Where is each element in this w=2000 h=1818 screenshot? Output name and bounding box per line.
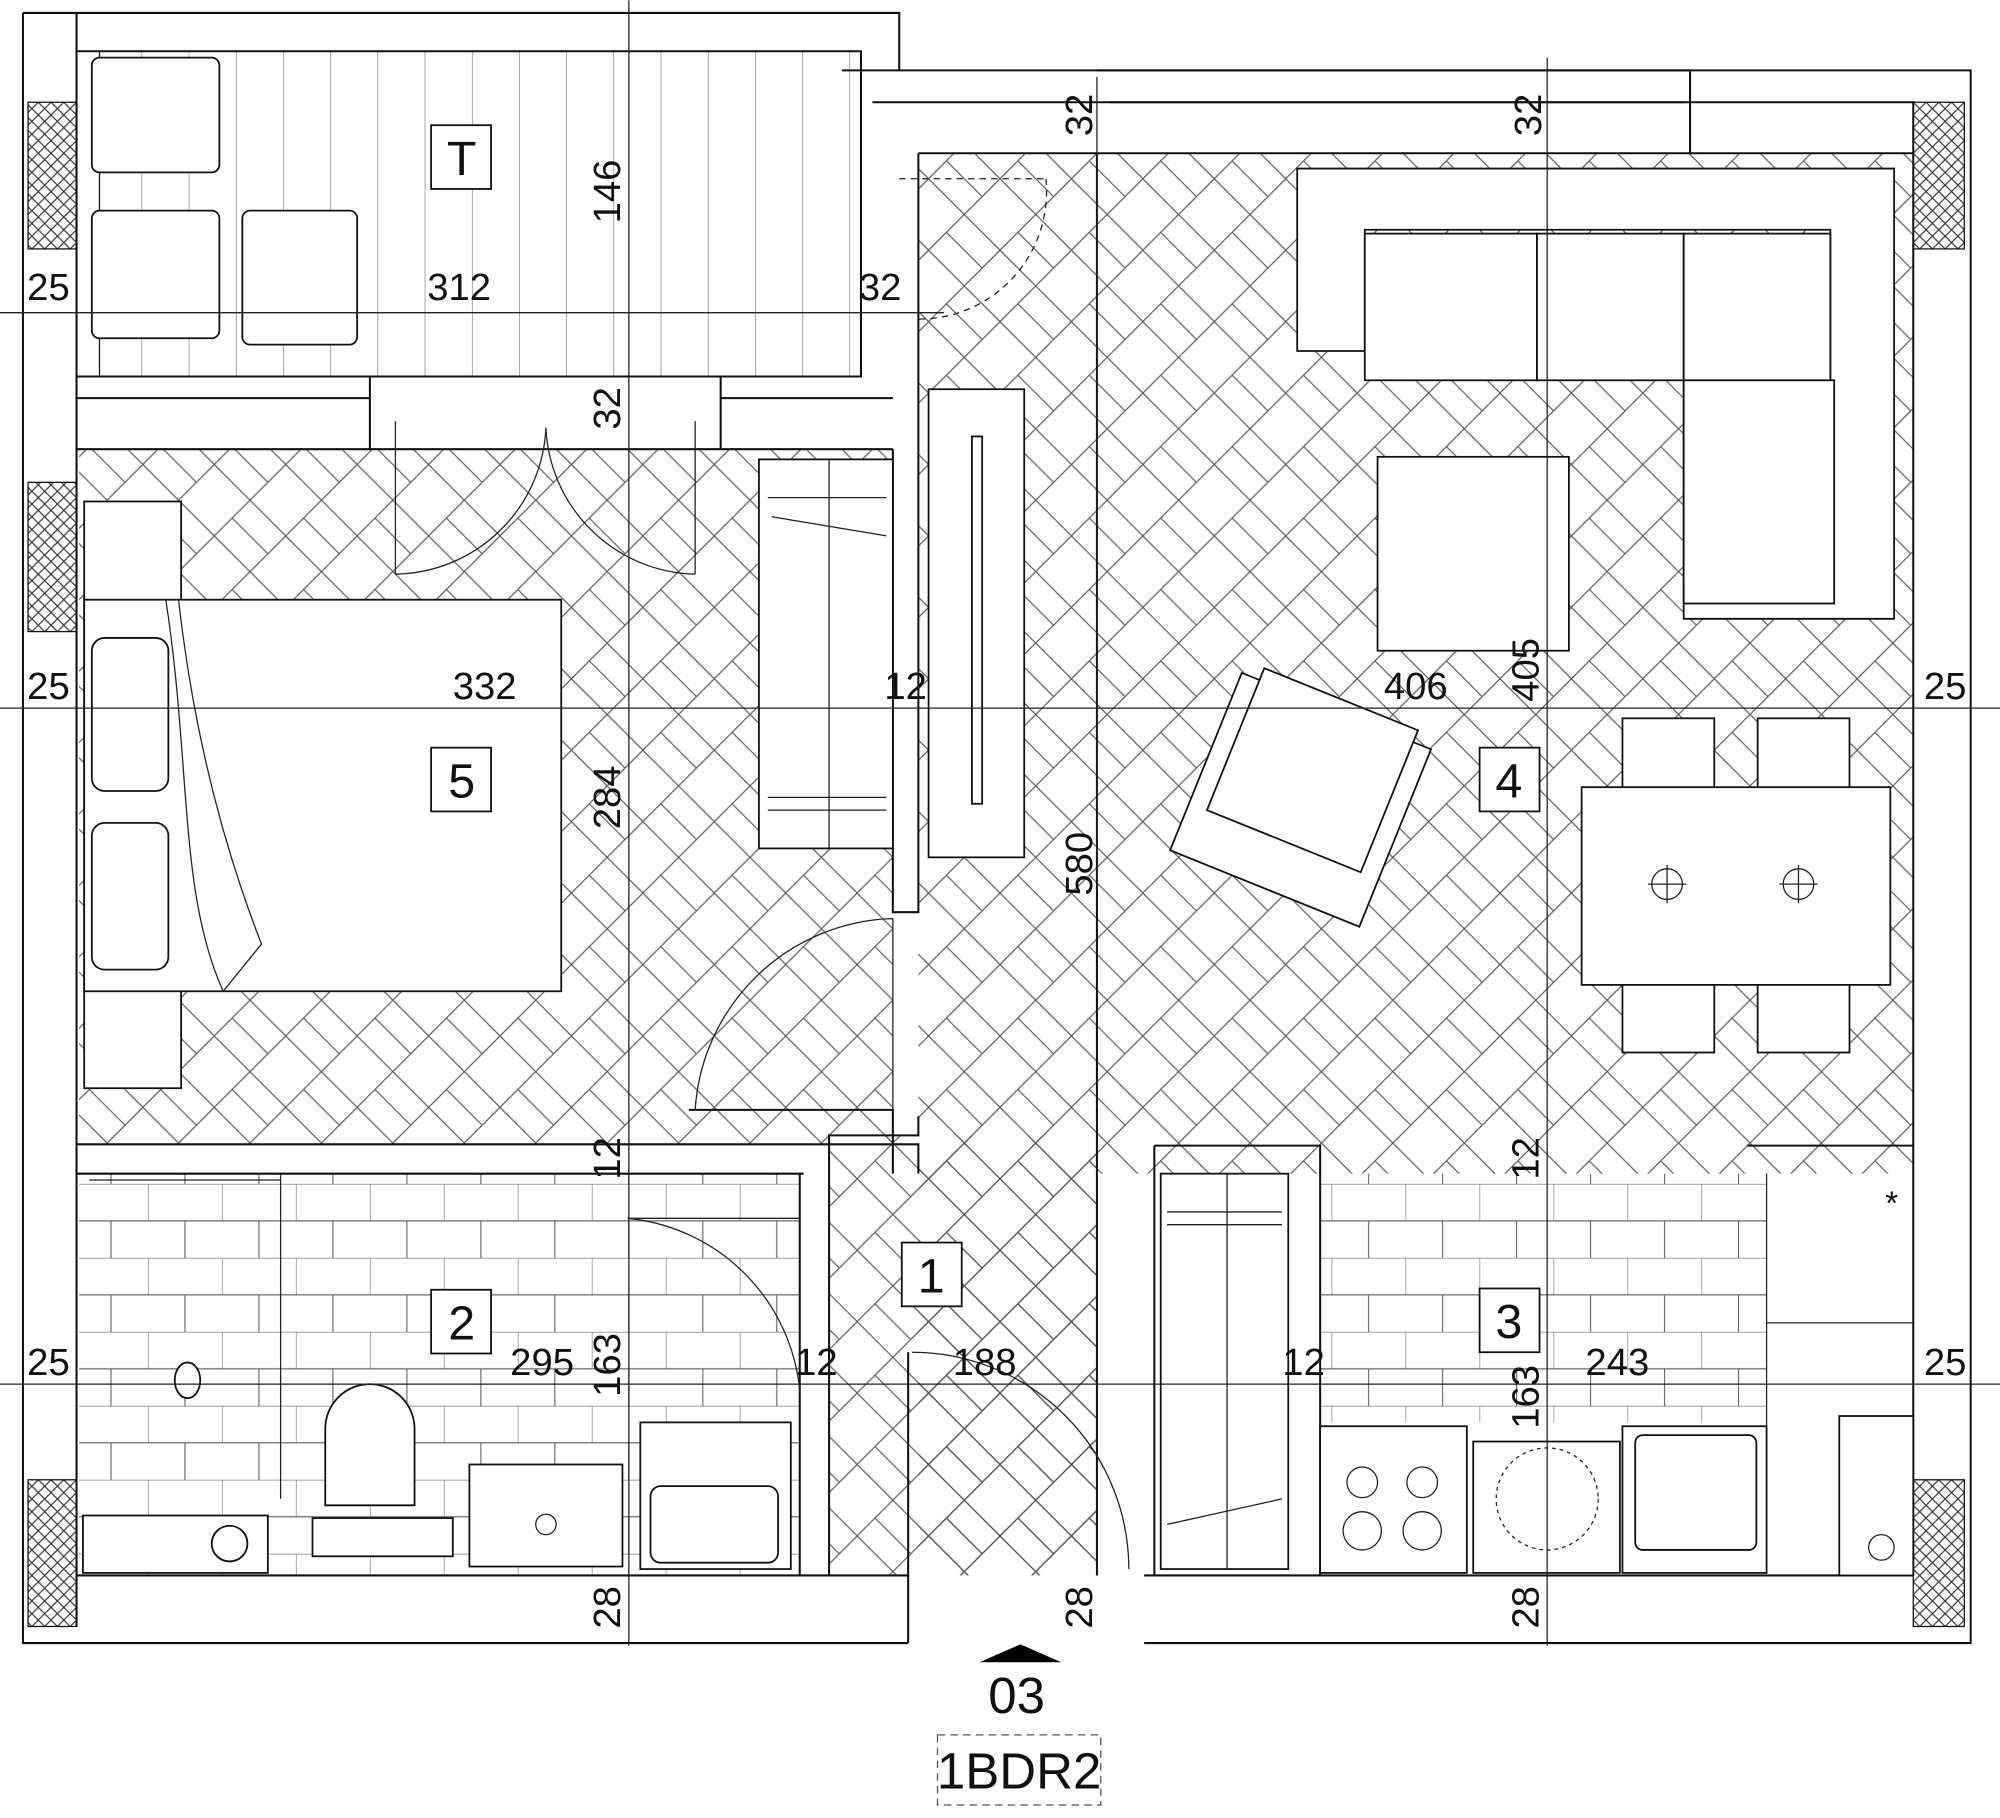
dim-text: 25 [27,1341,70,1384]
dim-text: 32 [859,266,902,309]
coffee-table [1376,455,1570,652]
column-left-bottom [27,1479,78,1628]
dim-text: 12 [1282,1341,1325,1384]
kitchen-floor [1320,1173,1767,1423]
doors [394,178,1130,1570]
dim-text: 25 [1924,665,1967,708]
dim-text: 32 [586,387,629,430]
dim-text: 28 [1504,1586,1547,1629]
hall-floor-lower [829,1135,1097,1576]
dim-text: 580 [1058,832,1101,896]
armchair [1168,667,1433,928]
dim-text: 146 [586,160,629,224]
dim-text: 28 [1058,1586,1101,1629]
bathroom-fixtures [82,1173,792,1574]
dim-text: 12 [884,665,927,708]
section-arrow-icon [979,1644,1062,1663]
dim-text: 188 [953,1341,1017,1384]
sofa [1296,167,1896,620]
dimension-lines [0,0,2000,1646]
kitchen-fixtures: * [1159,1172,1915,1577]
room-label-bedroom: 5 [448,754,475,808]
section-marker: 03 [988,1667,1045,1724]
column-left-top [27,101,78,250]
dim-text: 295 [510,1341,574,1384]
dim-text: 243 [1585,1341,1649,1384]
dim-text: 406 [1384,665,1448,708]
dim-text: 163 [586,1333,629,1397]
column-right-bottom [1912,1479,1965,1628]
dim-text: 32 [1507,94,1550,137]
room-label-hall: 1 [918,1249,945,1303]
unit-code: 1BDR2 [937,1742,1101,1799]
appliance-marker: * [1885,1185,1898,1222]
wardrobe-bedroom [758,458,894,850]
walls [21,11,1972,1645]
dim-text: 312 [427,266,491,309]
hall-mirror [971,435,984,805]
room-label-living: 4 [1495,754,1522,808]
dim-text: 32 [1058,94,1101,137]
dim-text: 12 [1504,1137,1547,1180]
room-label-bathroom: 2 [448,1296,475,1350]
dim-text: 25 [27,266,70,309]
dim-text: 28 [586,1586,629,1629]
dim-text: 12 [586,1137,629,1180]
dim-text: 284 [586,765,629,829]
unit-code-box [936,1734,1102,1806]
dim-text: 332 [453,665,517,708]
dining-set [1580,717,1892,1054]
dim-text: 405 [1504,638,1547,702]
dim-text: 25 [27,665,70,708]
dimension-labels: 25 312 32 146 32 32 32 25 332 12 284 580… [27,94,1966,1629]
terrace-furniture [90,56,359,346]
room-label-kitchen: 3 [1495,1295,1522,1349]
room-label-terrace: T [447,132,477,186]
column-right-top [1912,101,1965,250]
column-left-mid [27,481,78,633]
dim-text: 12 [795,1341,838,1384]
dim-text: 25 [1924,1341,1967,1384]
terrace-floor [98,50,862,378]
dim-text: 163 [1504,1365,1547,1429]
